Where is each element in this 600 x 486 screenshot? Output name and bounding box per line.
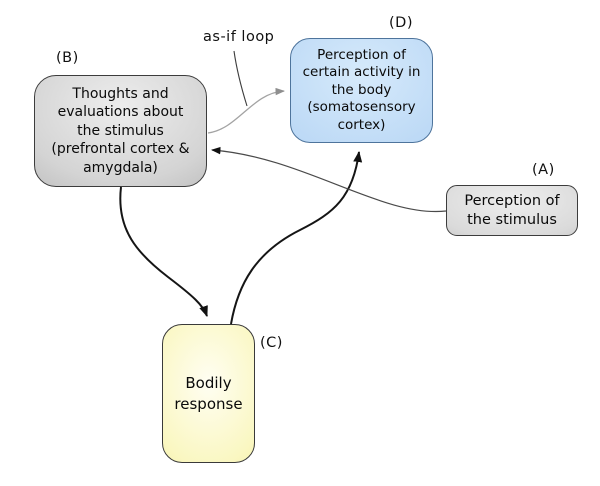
edge-b-to-c (119, 186, 208, 317)
node-b-id-label: (B) (56, 50, 79, 66)
node-thoughts-evaluations: Thoughts and evaluations about the stimu… (34, 75, 207, 187)
node-c-id-label: (C) (260, 335, 283, 351)
as-if-loop-label: as-if loop (203, 29, 275, 45)
node-bodily-response: Bodily response (162, 324, 255, 463)
node-bodily-response-text: Bodily response (174, 373, 243, 413)
node-perception-body-activity-text: Perception of certain activity in the bo… (302, 46, 421, 133)
node-thoughts-evaluations-text: Thoughts and evaluations about the stimu… (51, 85, 190, 176)
edge-a-to-b (211, 146, 447, 213)
node-perception-body-activity: Perception of certain activity in the bo… (290, 38, 433, 143)
edge-c-to-d (230, 151, 363, 325)
as-if-label-pointer-line (233, 50, 248, 107)
node-d-id-label: (D) (389, 15, 413, 31)
node-a-id-label: (A) (532, 162, 555, 178)
edge-as-if-loop (207, 87, 285, 134)
node-perception-stimulus: Perception of the stimulus (446, 185, 578, 236)
node-perception-stimulus-text: Perception of the stimulus (464, 192, 560, 228)
